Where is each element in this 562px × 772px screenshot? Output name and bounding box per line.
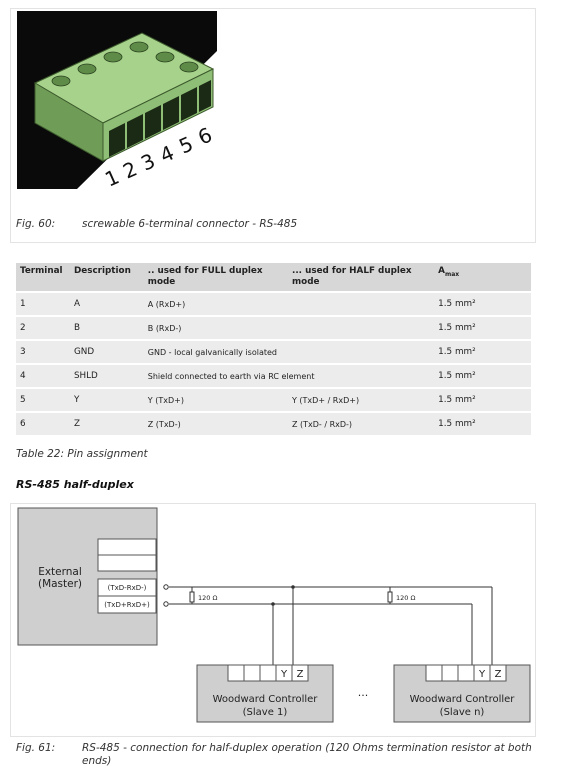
cell-amax: 1.5 mm² — [434, 365, 531, 387]
more-slaves-ellipsis: ... — [358, 686, 369, 699]
cell-amax: 1.5 mm² — [434, 293, 531, 315]
figure-number: Fig. 61: — [16, 742, 56, 754]
resistor-icon — [189, 591, 195, 603]
slave-n-terminal — [441, 664, 459, 682]
slave-n-terminal — [489, 664, 507, 682]
figure-caption-text: screwable 6-terminal connector - RS-485 — [82, 218, 298, 230]
cell-terminal: 1 — [16, 293, 70, 315]
slave-1-label-line2: (Slave 1) — [243, 707, 288, 718]
cell-full: B (RxD-) — [143, 317, 288, 339]
table-caption: Table 22: Pin assignment — [16, 448, 148, 460]
cell-half — [287, 293, 435, 315]
cell-amax: 1.5 mm² — [434, 341, 531, 363]
master-pin-2 — [97, 595, 157, 614]
cell-terminal: 3 — [16, 341, 70, 363]
cell-description: SHLD — [69, 365, 144, 387]
cell-amax: 1.5 mm² — [434, 389, 531, 411]
cell-half: Z (TxD- / RxD-) — [287, 413, 435, 435]
resistor-icon — [387, 591, 393, 603]
table-row: 3 GND GND - local galvanically isolated … — [16, 341, 531, 363]
cell-terminal: 6 — [16, 413, 70, 435]
figure-61-caption: Fig. 61: RS-485 - connection for half-dup… — [16, 742, 536, 768]
slave-1-pin-z: Z — [297, 669, 304, 680]
figure-caption-text: RS-485 - connection for half-duplex oper… — [82, 742, 532, 767]
terminal-number: 3 — [137, 148, 158, 175]
figure-60-frame: 1 2 3 4 5 6 — [10, 8, 536, 243]
master-port-slot — [97, 538, 157, 556]
master-port-slot — [97, 554, 157, 572]
slave-n-label-line1: Woodward Controller — [410, 694, 516, 705]
cell-description: Y — [69, 389, 144, 411]
slave-1-terminal — [291, 664, 309, 682]
section-heading: RS-485 half-duplex — [16, 478, 134, 491]
slave-1-terminal — [227, 664, 245, 682]
header-description: Description — [69, 263, 144, 291]
slave-n-terminal — [457, 664, 475, 682]
cell-description: GND — [69, 341, 144, 363]
cell-amax: 1.5 mm² — [434, 413, 531, 435]
cell-half: Y (TxD+ / RxD+) — [287, 389, 435, 411]
master-block — [17, 507, 158, 646]
table-row: 6 Z Z (TxD-) Z (TxD- / RxD-) 1.5 mm² — [16, 413, 531, 435]
slave-n-pin-y: Y — [478, 669, 486, 680]
terminal-number: 2 — [119, 156, 140, 183]
cell-terminal: 2 — [16, 317, 70, 339]
junction-dots — [271, 585, 295, 606]
cell-span: GND - local galvanically isolated — [143, 341, 435, 363]
cell-terminal: 4 — [16, 365, 70, 387]
slave-n-label-line2: (Slave n) — [440, 707, 485, 718]
bus-lines — [169, 586, 493, 669]
table-header-row: Terminal Description .. used for FULL du… — [16, 263, 531, 291]
cell-amax: 1.5 mm² — [434, 317, 531, 339]
slave-1-terminal — [259, 664, 277, 682]
cell-full: Z (TxD-) — [143, 413, 288, 435]
cell-span: Shield connected to earth via RC element — [143, 365, 435, 387]
amax-label: A — [438, 266, 445, 276]
cell-half — [287, 317, 435, 339]
header-full-duplex: .. used for FULL duplex mode — [143, 263, 288, 291]
header-amax: Amax — [434, 263, 531, 291]
figure-60-caption: Fig. 60: screwable 6-terminal connector -… — [16, 218, 297, 230]
cell-terminal: 5 — [16, 389, 70, 411]
master-label-line2: (Master) — [38, 578, 82, 590]
table-row: 4 SHLD Shield connected to earth via RC … — [16, 365, 531, 387]
slave-1-pin-y: Y — [280, 669, 288, 680]
header-terminal: Terminal — [16, 263, 70, 291]
terminal-number: 4 — [156, 140, 177, 167]
terminal-number: 5 — [175, 131, 196, 158]
resistor-1-label: 120 Ω — [198, 594, 217, 602]
rs485-wiring-diagram: External (Master) (TxD-RxD-) (TxD+RxD+) … — [17, 507, 531, 723]
cell-description: B — [69, 317, 144, 339]
master-pin-1-label: (TxD-RxD-) — [108, 584, 147, 592]
green-connector-icon — [33, 32, 215, 162]
header-half-duplex: ... used for HALF duplex mode — [287, 263, 435, 291]
table-row: 5 Y Y (TxD+) Y (TxD+ / RxD+) 1.5 mm² — [16, 389, 531, 411]
figure-number: Fig. 60: — [16, 218, 56, 230]
cell-description: A — [69, 293, 144, 315]
slave-1-terminal — [243, 664, 261, 682]
cell-full: Y (TxD+) — [143, 389, 288, 411]
table-row: 2 B B (RxD-) 1.5 mm² — [16, 317, 531, 339]
master-label-line1: External — [38, 566, 82, 578]
amax-subscript: max — [444, 270, 460, 278]
pin-assignment-table: Terminal Description .. used for FULL du… — [16, 261, 531, 437]
table-row: 1 A A (RxD+) 1.5 mm² — [16, 293, 531, 315]
slave-1-label-line1: Woodward Controller — [213, 694, 319, 705]
slave-n-terminal — [425, 664, 443, 682]
cell-full: A (RxD+) — [143, 293, 288, 315]
cell-description: Z — [69, 413, 144, 435]
connector-photo: 1 2 3 4 5 6 — [17, 11, 217, 189]
terminal-number: 1 — [101, 164, 122, 189]
master-pin-2-label: (TxD+RxD+) — [104, 601, 150, 609]
resistor-2-label: 120 Ω — [396, 594, 415, 602]
terminal-number: 6 — [194, 122, 215, 149]
slave-n-pin-z: Z — [495, 669, 502, 680]
